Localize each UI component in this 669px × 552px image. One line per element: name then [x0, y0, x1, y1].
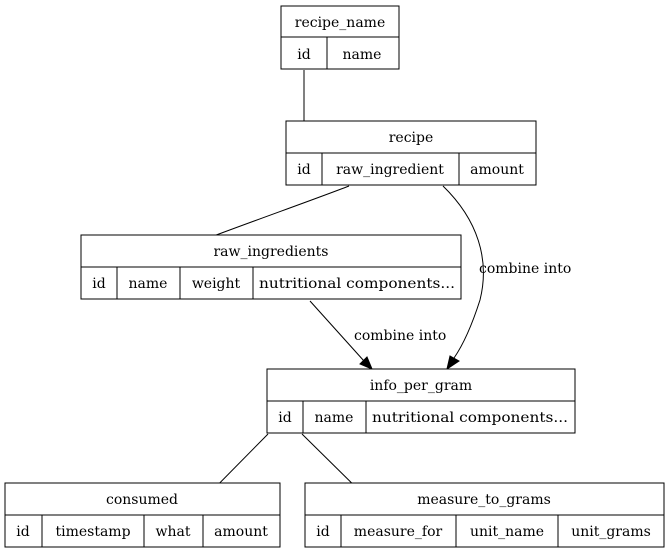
field-nutritional-components: nutritional components... — [372, 410, 568, 426]
field-nutritional-components: nutritional components... — [259, 276, 455, 292]
field-what: what — [156, 524, 191, 540]
table-title: recipe — [389, 130, 434, 146]
field-id: id — [278, 410, 291, 426]
field-unit-name: unit_name — [470, 524, 544, 540]
field-amount: amount — [470, 162, 524, 178]
table-title: info_per_gram — [370, 378, 472, 394]
edge-raw-ingredients-to-info-per-gram — [309, 300, 365, 362]
table-recipe: recipe id raw_ingredient amount — [285, 120, 537, 186]
field-name: name — [343, 47, 382, 63]
table-info-per-gram: info_per_gram id name nutritional compon… — [266, 368, 576, 434]
field-weight: weight — [192, 276, 241, 292]
field-id: id — [92, 276, 105, 292]
table-title: consumed — [106, 492, 178, 508]
field-unit-grams: unit_grams — [571, 524, 651, 540]
field-measure-for: measure_for — [354, 524, 443, 540]
edge-label-combine-into-1: combine into — [479, 261, 571, 277]
table-title: measure_to_grams — [417, 492, 551, 508]
arrowhead-info-from-raw — [359, 356, 373, 370]
field-amount: amount — [214, 524, 268, 540]
field-id: id — [297, 162, 310, 178]
edge-label-combine-into-2: combine into — [354, 328, 446, 344]
field-timestamp: timestamp — [55, 524, 130, 540]
table-title: raw_ingredients — [213, 244, 328, 260]
field-name: name — [315, 410, 354, 426]
field-id: id — [16, 524, 29, 540]
table-measure-to-grams: measure_to_grams id measure_for unit_nam… — [304, 482, 665, 548]
field-id: id — [316, 524, 329, 540]
field-name: name — [129, 276, 168, 292]
field-raw-ingredient: raw_ingredient — [336, 162, 444, 178]
edge-recipe-to-info-per-gram — [442, 185, 484, 359]
table-raw-ingredients: raw_ingredients id name weight nutrition… — [80, 234, 462, 300]
table-consumed: consumed id timestamp what amount — [4, 482, 281, 548]
arrowhead-info-from-recipe — [446, 355, 460, 371]
table-recipe-name: recipe_name id name — [280, 5, 400, 70]
table-title: recipe_name — [295, 15, 385, 31]
field-id: id — [297, 47, 310, 63]
